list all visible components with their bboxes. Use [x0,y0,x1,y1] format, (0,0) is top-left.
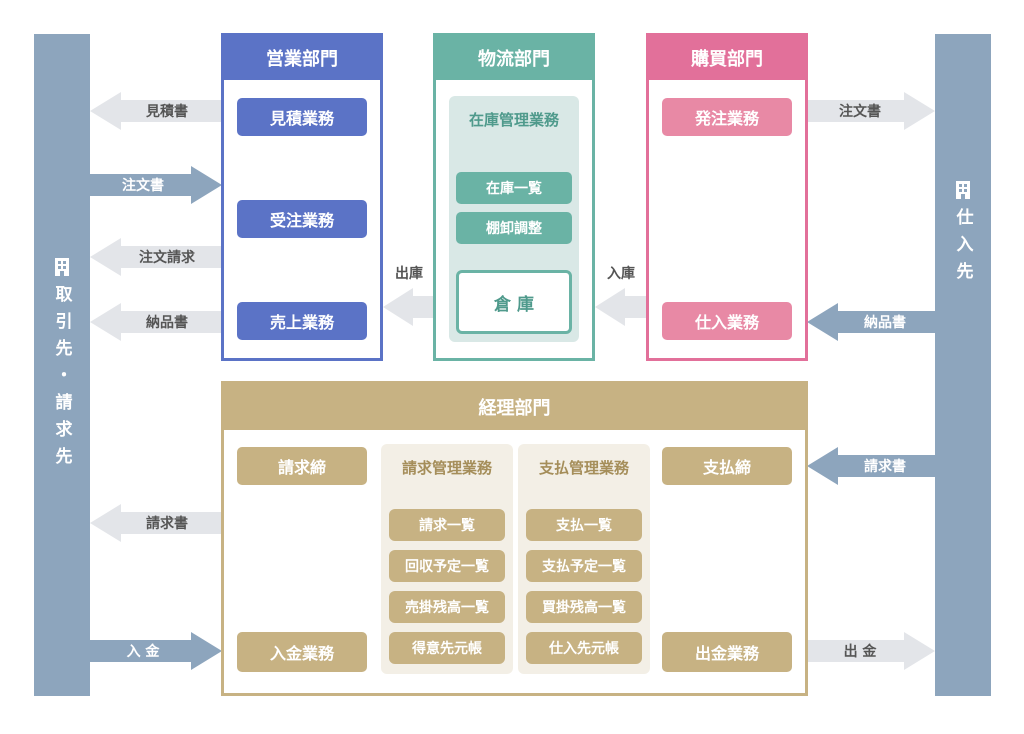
arrow-delivery-out [90,303,221,341]
supplier-ledger-item[interactable]: 仕入先元帳 [526,632,642,664]
stocktake-adjust-item[interactable]: 棚卸調整 [456,212,572,244]
payment-list-item[interactable]: 支払一覧 [526,509,642,541]
payment-close-task[interactable]: 支払締 [662,447,792,485]
purchasing-department-title: 購買部門 [649,36,805,80]
arrow-ship [383,288,434,326]
arrow-payment-out [807,632,935,670]
label-ship: 出庫 [395,266,423,282]
label-order-request: 注文請求 [139,250,195,266]
right-entity-pillar: 仕入先 [935,34,991,696]
payable-balance-item[interactable]: 買掛残高一覧 [526,591,642,623]
left-entity-label: 取引先・請求先 [51,284,72,474]
billing-close-task[interactable]: 請求締 [237,447,367,485]
label-delivery-out: 納品書 [146,315,188,331]
sales-department-title: 営業部門 [224,36,380,80]
label-delivery-in: 納品書 [864,315,906,331]
left-entity-pillar: 取引先・請求先 [34,34,90,696]
arrow-order-in [90,166,222,204]
arrow-receive [595,288,646,326]
quote-task[interactable]: 見積業務 [237,98,367,136]
label-order-in: 注文書 [122,178,164,194]
disbursement-task[interactable]: 出金業務 [662,632,792,672]
warehouse-box[interactable]: 倉 庫 [456,270,572,334]
arrow-invoice-out [90,504,221,542]
arrow-invoice-in [807,447,935,485]
billing-list-item[interactable]: 請求一覧 [389,509,505,541]
right-entity-label: 仕入先 [952,208,973,289]
inventory-management-title: 在庫管理業務 [468,110,559,129]
label-payment-in: 入 金 [126,644,160,660]
customer-ledger-item[interactable]: 得意先元帳 [389,632,505,664]
arrow-payment-in [90,632,222,670]
purchase-order-task[interactable]: 発注業務 [662,98,792,136]
logistics-department-title: 物流部門 [436,36,592,80]
payment-schedule-item[interactable]: 支払予定一覧 [526,550,642,582]
arrow-order-req [90,238,221,276]
inventory-list-item[interactable]: 在庫一覧 [456,172,572,204]
collection-schedule-item[interactable]: 回収予定一覧 [389,550,505,582]
building-icon [55,257,69,276]
label-receive: 入庫 [607,266,635,282]
purchase-receiving-task[interactable]: 仕入業務 [662,302,792,340]
billing-management-title: 請求管理業務 [401,458,492,477]
label-invoice-out: 請求書 [146,516,188,532]
arrow-quote [90,92,221,130]
receivable-balance-item[interactable]: 売掛残高一覧 [389,591,505,623]
order-task[interactable]: 受注業務 [237,200,367,238]
arrow-order-out [807,92,935,130]
label-quote: 見積書 [146,104,188,120]
payment-management-title: 支払管理業務 [538,458,629,477]
label-payment-out: 出 金 [843,644,877,660]
receipt-task[interactable]: 入金業務 [237,632,367,672]
building-icon [956,181,970,199]
sales-task[interactable]: 売上業務 [237,302,367,340]
label-invoice-in: 請求書 [864,459,906,475]
accounting-department-title: 経理部門 [224,384,805,430]
label-order-out: 注文書 [839,104,881,120]
arrow-delivery-in [807,303,935,341]
